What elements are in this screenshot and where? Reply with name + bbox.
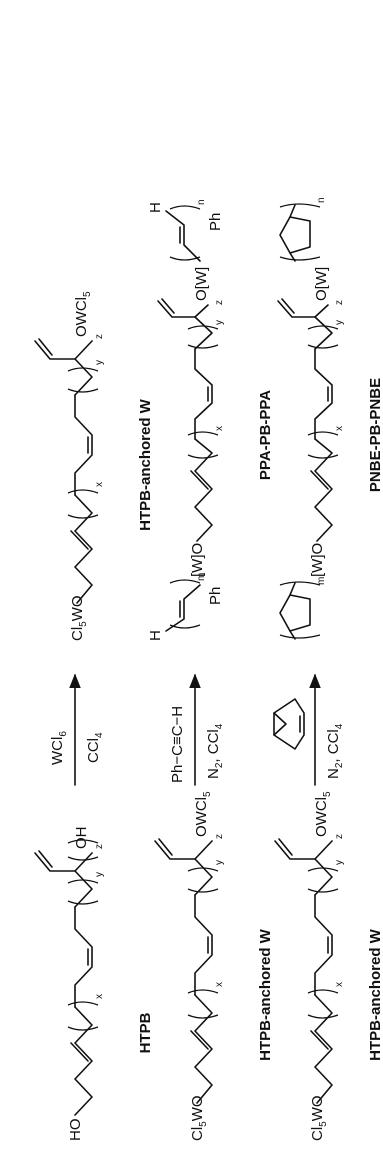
condition-n2-ccl4-2: N2, CCl4 [325,723,345,779]
subscript-x-3: x [334,982,345,987]
p3-subscript-m: m [316,577,327,585]
bracket-y-left-2 [187,888,219,893]
backbone-vinyl-2 [194,840,213,896]
subscript-x-2: x [214,982,225,987]
backbone-vinyl-3 [314,840,333,896]
double-bond-trans-2 [190,1030,209,1050]
product-pnbe-pb-pnbe: m [W]O x y z O[W] n PNBE-PB-PNBE [277,197,383,640]
backbone-cis [74,906,93,1008]
condition-n2-ccl4-1: N2, CCl4 [205,723,225,779]
condition-ccl4: CCl4 [85,732,105,763]
vinyl-double-3 [278,838,293,856]
subscript-z-3: z [334,834,345,839]
htpb-structure: HO x y z OH HTPB [34,827,154,1142]
p2-subscript-z: z [214,300,225,305]
p1-cl5wo: Cl5WO [69,595,89,641]
bracket-y-left [67,900,99,905]
cl5wo-end-group: Cl5WO [189,1095,209,1141]
norbornene-icon [273,698,305,750]
bracket-x-left-2 [187,1014,219,1019]
vinyl-group-3 [274,840,316,860]
reaction-arrow-1: WCl6 CCl4 [49,673,105,786]
p2-subscript-x: x [214,426,225,431]
p1-subscript-y: y [94,360,105,365]
p1-owcl5: OWCl5 [73,291,93,337]
subscript-x: x [94,994,105,999]
p2-ph-right: Ph [207,213,224,231]
bracket-x-right-3 [307,989,339,994]
label-pnbe-pb-pnbe: PNBE-PB-PNBE [367,378,383,492]
bracket-x-right-2 [187,989,219,994]
bracket-x-right [67,1001,99,1006]
subscript-y-2: y [214,860,225,865]
p3-subscript-x: x [334,426,345,431]
backbone-vinyl [74,852,93,908]
label-ppa-pb-ppa: PPA-PB-PPA [257,390,274,480]
label-htpb: HTPB [137,1012,154,1053]
bracket-y-left-3 [307,888,339,893]
subscript-y: y [94,872,105,877]
backbone-trans-1 [74,1006,93,1116]
double-bond-trans [70,1042,89,1062]
reaction-arrow-2: Ph−C≡C−H N2, CCl4 [169,673,225,786]
owcl5-end-group: OWCl5 [193,791,213,837]
ho-end-group: HO [67,1119,84,1142]
bracket-x-left-3 [307,1014,339,1019]
label-product-htpb-anchored-w: HTPB-anchored W [137,398,154,531]
p2-o-w-right: O[W] [193,267,210,301]
vinyl-double-2 [158,838,173,856]
p2-w-o-left: [W]O [189,543,206,577]
oh-end-group: OH [73,827,90,850]
label-htpb-anchored-w-2: HTPB-anchored W [367,928,383,1061]
bracket-z-right [67,839,99,844]
p3-subscript-n: n [316,197,327,203]
label-htpb-anchored-w-1: HTPB-anchored W [257,928,274,1061]
owcl5-end-group-3: OWCl5 [313,791,333,837]
p2-h-left: H [147,630,164,641]
p2-ph-left: Ph [207,587,224,605]
subscript-z: z [94,844,105,849]
p3-w-o-left: [W]O [309,543,326,577]
double-bond-trans-3 [310,1030,329,1050]
subscript-y-3: y [334,860,345,865]
vinyl-group [34,852,76,872]
p3-subscript-y: y [334,320,345,325]
p2-subscript-y: y [214,320,225,325]
bracket-x-left [67,1026,99,1031]
bracket-z-left [67,856,99,861]
htpb-anchored-w-structure-2: Cl5WO x y z OWCl5 HTPB-anchored W [274,791,383,1141]
p1-subscript-x: x [94,482,105,487]
reaction-arrow-3: N2, CCl4 [273,673,345,786]
htpb-anchored-w-structure-1: Cl5WO x y z OWCl5 HTPB-anchored W [154,791,274,1141]
p2-subscript-m: m [196,573,207,581]
cl5wo-end-group-3: Cl5WO [309,1095,329,1141]
p2-h-right: H [147,202,164,213]
vinyl-group-2 [154,840,196,860]
p1-subscript-z: z [94,334,105,339]
reagent-phenylacetylene: Ph−C≡C−H [169,706,186,783]
backbone-trans-2 [194,994,213,1104]
p2-subscript-n: n [196,199,207,205]
subscript-z-2: z [214,834,225,839]
vinyl-double [38,850,53,868]
backbone-cis-2 [194,894,213,996]
reagent-wcl6: WCl6 [49,731,69,765]
p3-o-w-right: O[W] [313,267,330,301]
p3-subscript-z: z [334,300,345,305]
product-htpb-anchored-w: Cl5WO x y z OWCl5 HTPB-anchored W [34,291,154,641]
product-ppa-pb-ppa: H Ph m [W]O x y z O[W] [147,199,274,641]
backbone-cis-3 [314,894,333,996]
backbone-trans-3 [314,994,333,1104]
